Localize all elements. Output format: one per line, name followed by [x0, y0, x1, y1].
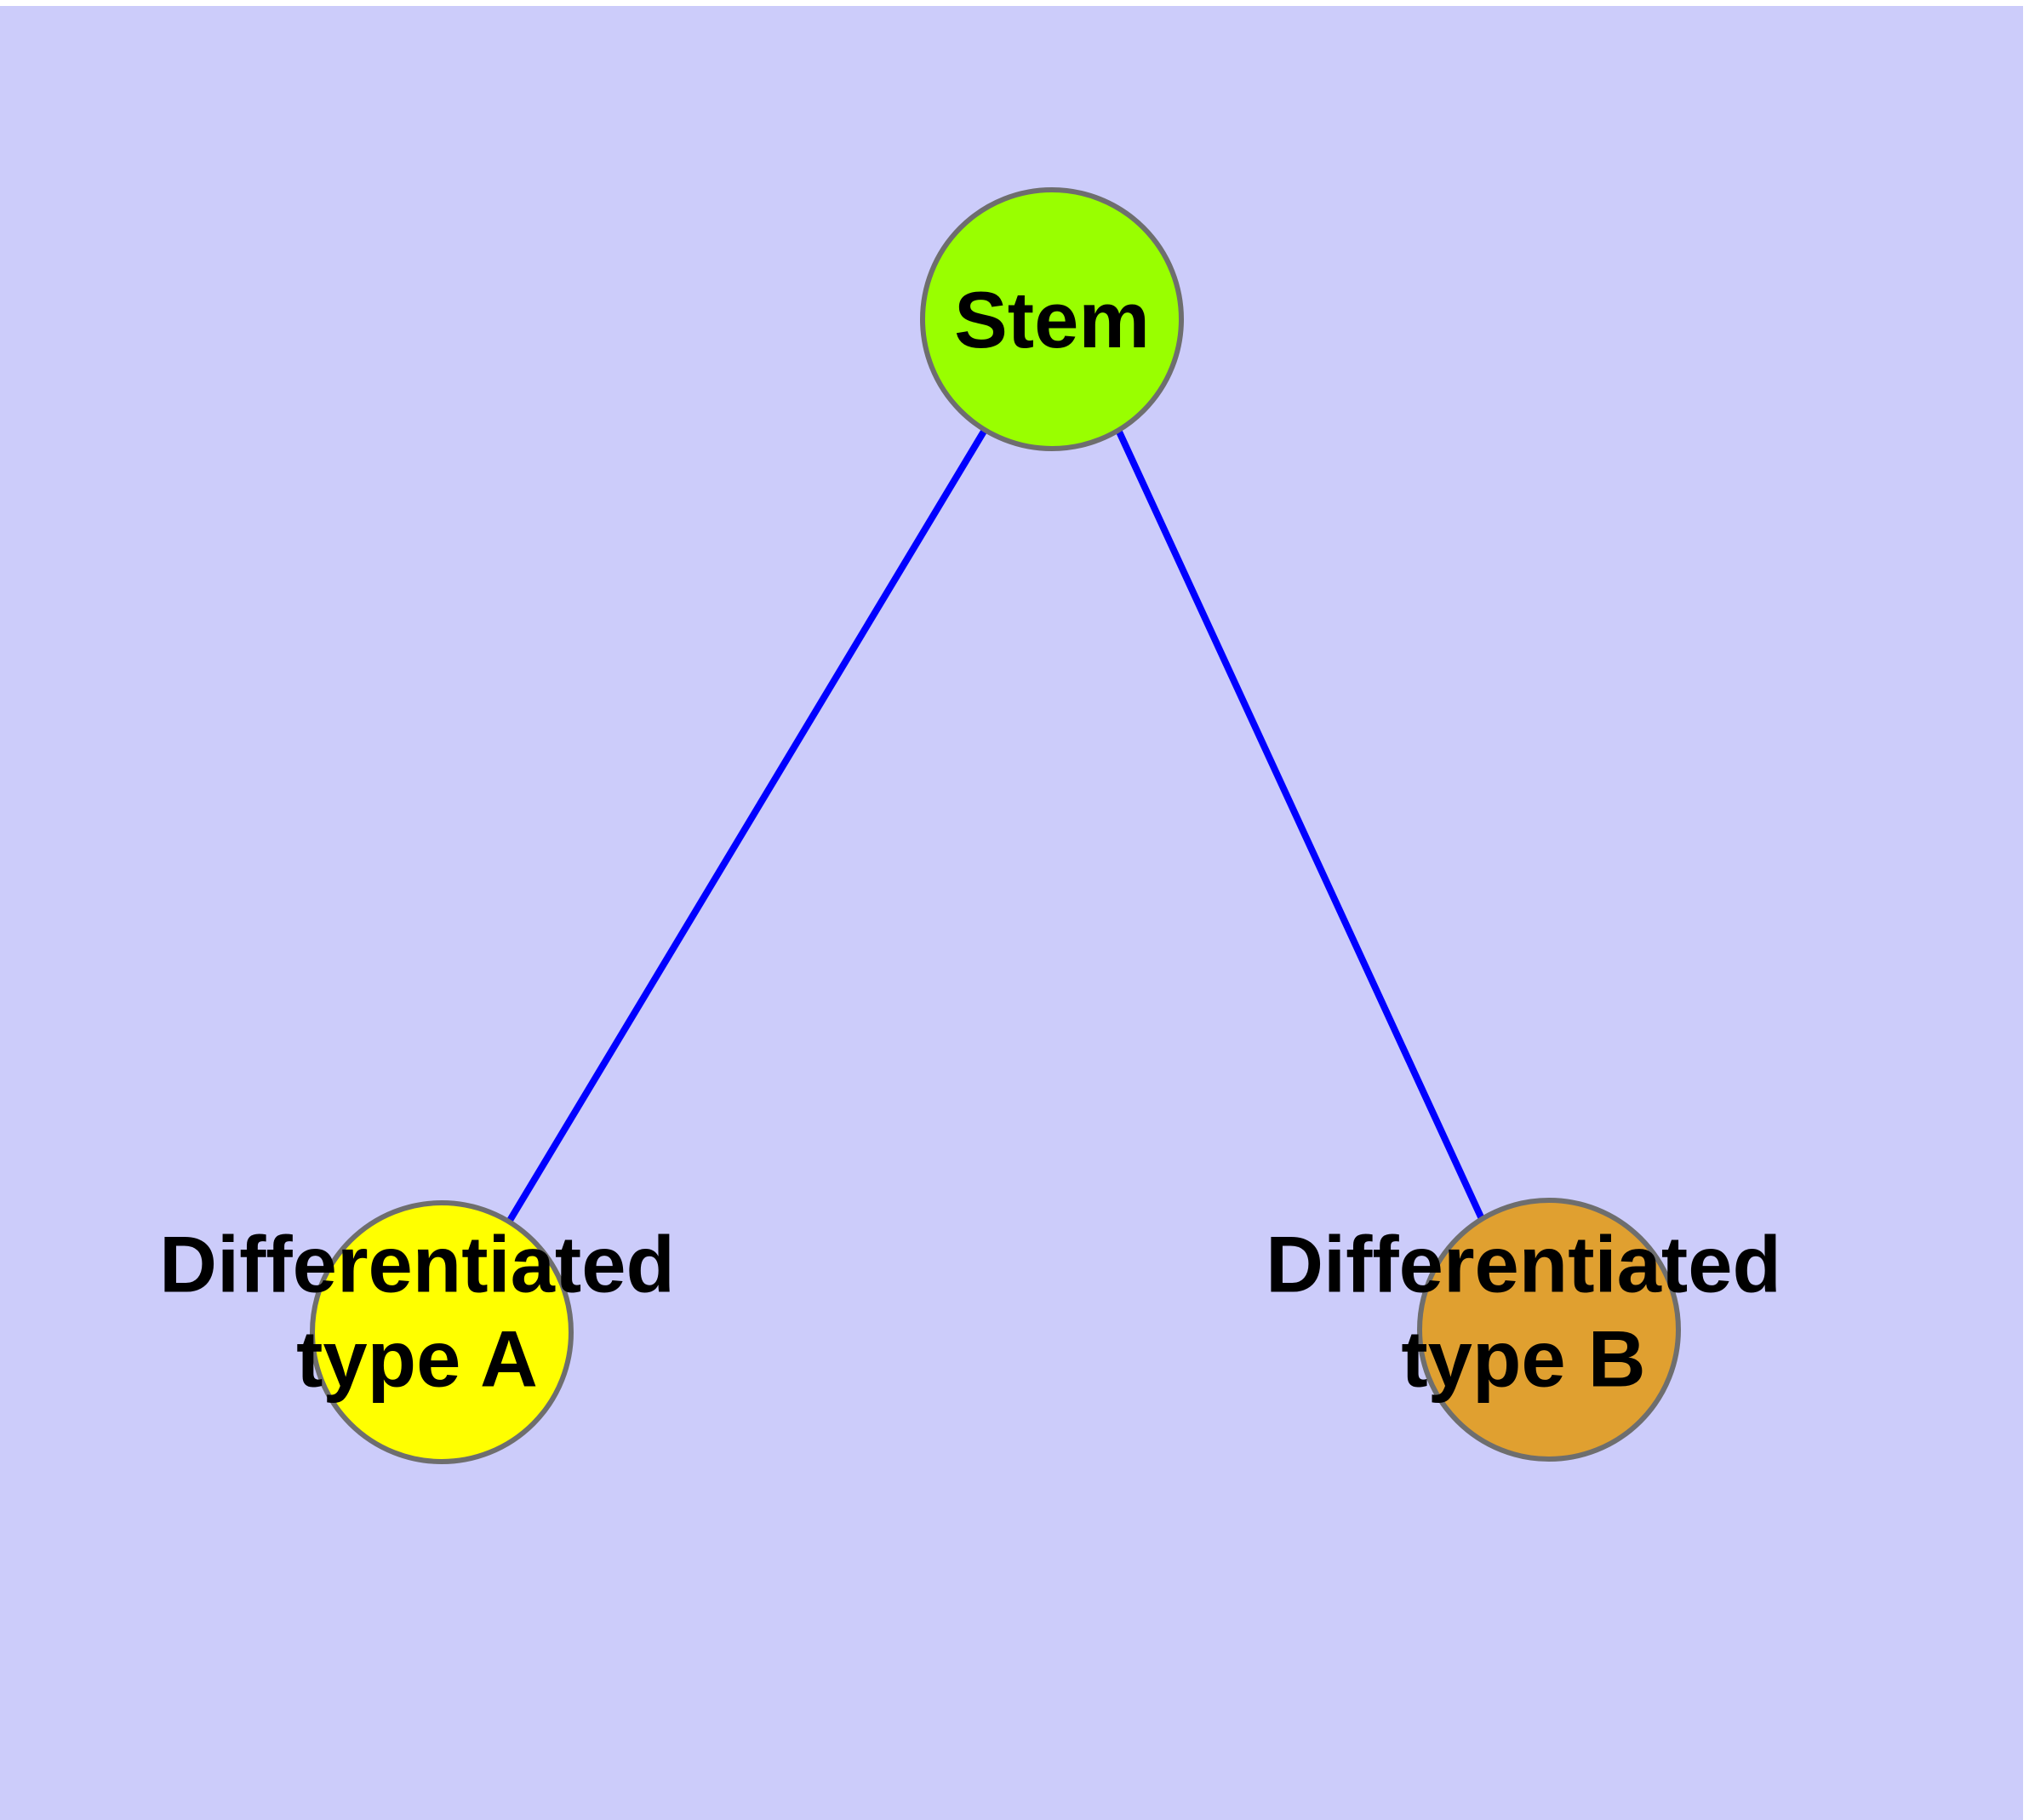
node-group — [310, 187, 1681, 1464]
node-label-stem: Stem — [954, 275, 1150, 364]
edge-stem-to-diff-b[interactable] — [1115, 428, 1486, 1222]
edge-stem-to-diff-a[interactable] — [505, 427, 988, 1226]
node-circle-diff-a[interactable] — [310, 1200, 574, 1464]
node-circle-diff-b[interactable] — [1417, 1198, 1681, 1462]
node-circle-stem[interactable] — [920, 187, 1184, 451]
edge-group — [505, 427, 1486, 1226]
